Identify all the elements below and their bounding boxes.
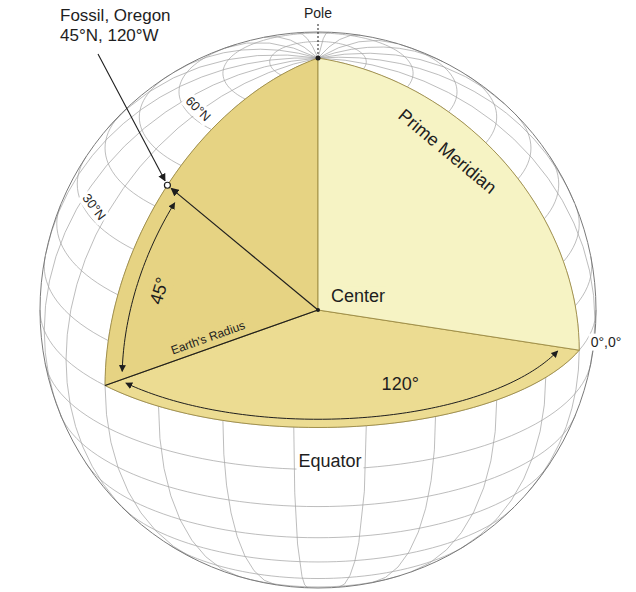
meridian-label: Prime Meridian: [392, 104, 502, 200]
radius-arrow: [171, 188, 318, 310]
equator-label: Equator: [296, 451, 363, 473]
origin-label: 0°,0°: [589, 334, 624, 351]
radius-label: Earth's Radius: [167, 318, 249, 359]
location-dot: [164, 182, 170, 188]
latitude-label: 30°N: [78, 189, 111, 225]
angle-arc: [126, 351, 558, 419]
center-dot: [316, 308, 320, 312]
angle-label: 120°: [380, 374, 421, 396]
pole-label: Pole: [302, 5, 334, 22]
globe-sphere: [40, 32, 596, 588]
radius-line: [105, 310, 318, 386]
graticule: [40, 32, 596, 588]
center-label: Center: [329, 286, 387, 308]
pole-dot: [316, 56, 321, 61]
latitude-label: 60°N: [181, 92, 215, 126]
location-label: Fossil, Oregon 45°N, 120°W: [58, 6, 196, 47]
meridian-plane: [105, 58, 318, 385]
leader-line: [318, 24, 319, 54]
globe-outline: [40, 32, 596, 588]
leader-arrow: [98, 54, 165, 181]
prime-meridian-plane: [318, 58, 579, 350]
angle-label: 45°: [145, 272, 175, 308]
